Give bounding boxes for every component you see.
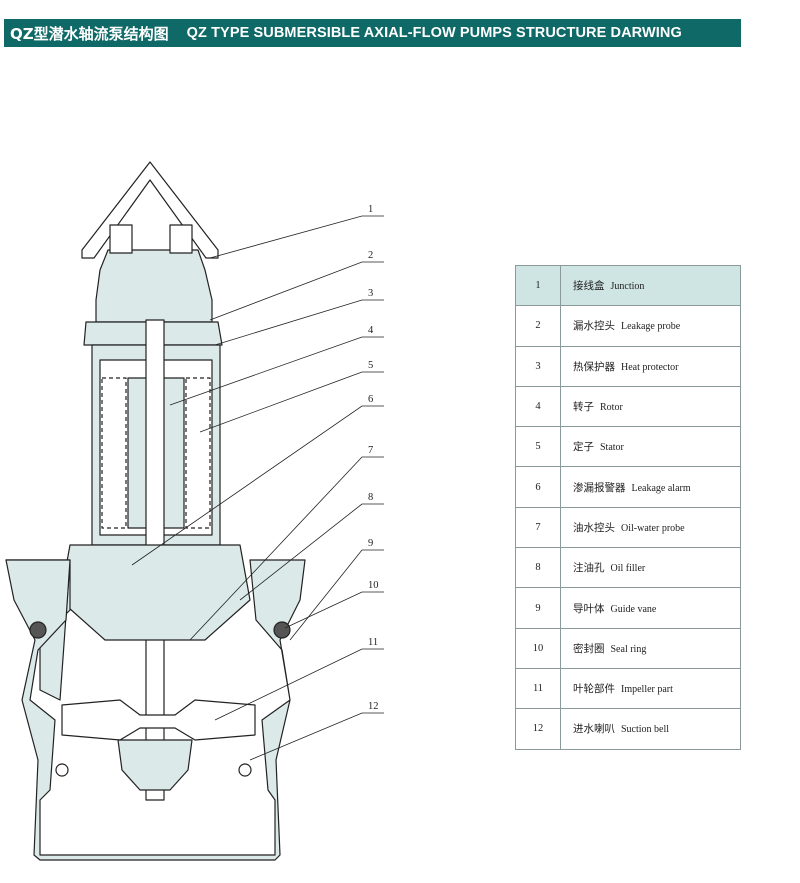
- part-number: 3: [515, 345, 561, 387]
- parts-row: 1 接线盒 Junction: [515, 264, 741, 307]
- callout-number: 11: [368, 637, 378, 648]
- callout-number: 8: [368, 492, 373, 503]
- part-number: 2: [515, 305, 561, 347]
- seal-ring-right: [273, 621, 291, 639]
- callout-leader-line: [209, 261, 384, 321]
- callout-leader-line: [169, 336, 384, 406]
- part-number: 12: [515, 708, 561, 750]
- part-name-en: Suction bell: [621, 724, 670, 736]
- part-number: 7: [515, 506, 561, 549]
- title-chinese: QZ型潜水轴流泵结构图: [10, 24, 169, 43]
- lifting-cover: [81, 161, 219, 259]
- part-name-cn: 叶轮部件: [573, 683, 615, 696]
- callout-number: 1: [368, 204, 373, 215]
- callout-number: 2: [368, 250, 373, 261]
- parts-row: 6 渗漏报警器 Leakage alarm: [515, 466, 741, 508]
- part-name-en: Seal ring: [610, 643, 647, 655]
- part-name: 密封圈 Seal ring: [560, 627, 741, 669]
- callout-leader-line: [189, 456, 384, 641]
- parts-row: 11 叶轮部件 Impeller part: [515, 667, 741, 710]
- part-name-en: Rotor: [600, 402, 623, 414]
- callout-leader-line: [131, 405, 384, 566]
- part-name-cn: 定子: [573, 441, 594, 454]
- part-name: 叶轮部件 Impeller part: [560, 667, 741, 710]
- part-name: 定子 Stator: [560, 426, 741, 468]
- part-name-cn: 转子: [573, 401, 594, 414]
- part-name-en: Guide vane: [610, 603, 657, 615]
- parts-row: 8 注油孔 Oil filler: [515, 547, 741, 589]
- part-name-cn: 接线盒: [573, 280, 605, 293]
- callout-number: 4: [368, 325, 374, 336]
- part-name-cn: 渗漏报警器: [573, 481, 626, 494]
- parts-row: 12 进水喇叭 Suction bell: [515, 708, 741, 750]
- callout-leader-line: [239, 503, 384, 601]
- parts-row: 2 漏水控头 Leakage probe: [515, 305, 741, 347]
- title-bar: QZ型潜水轴流泵结构图 QZ TYPE SUBMERSIBLE AXIAL-FL…: [4, 19, 741, 47]
- callout-number: 6: [368, 394, 373, 405]
- callout-leader-line: [209, 215, 384, 259]
- part-name: 漏水控头 Leakage probe: [560, 305, 741, 347]
- part-name-cn: 注油孔: [573, 562, 605, 575]
- part-number: 5: [515, 426, 561, 468]
- part-name: 接线盒 Junction: [560, 264, 741, 307]
- seal-ring-left: [29, 621, 47, 639]
- parts-row: 10 密封圈 Seal ring: [515, 627, 741, 669]
- parts-row: 9 导叶体 Guide vane: [515, 587, 741, 629]
- part-name-en: Leakage alarm: [631, 482, 691, 494]
- part-name: 渗漏报警器 Leakage alarm: [560, 466, 741, 508]
- parts-table: 1 接线盒 Junction 2 漏水控头 Leakage probe 3 热保护器 Heat …: [515, 264, 741, 750]
- callout-leader-line: [284, 591, 384, 629]
- callout-leader-line: [214, 299, 384, 346]
- part-name: 转子 Rotor: [560, 385, 741, 428]
- part-name-en: Leakage probe: [621, 321, 681, 333]
- part-number: 4: [515, 385, 561, 428]
- callout-number: 7: [368, 445, 373, 456]
- stator-core: [101, 377, 127, 529]
- part-name-cn: 油水控头: [573, 521, 615, 534]
- hub: [117, 739, 193, 791]
- parts-row: 4 转子 Rotor: [515, 385, 741, 428]
- part-number: 9: [515, 587, 561, 629]
- parts-row: 5 定子 Stator: [515, 426, 741, 468]
- part-name-cn: 密封圈: [573, 642, 605, 655]
- junction-box: [95, 249, 213, 323]
- part-name-cn: 进水喇叭: [573, 723, 615, 736]
- callout-number: 9: [368, 538, 373, 549]
- title-english: QZ TYPE SUBMERSIBLE AXIAL-FLOW PUMPS STR…: [186, 25, 682, 41]
- callout-number: 10: [368, 580, 379, 591]
- parts-row: 3 热保护器 Heat protector: [515, 345, 741, 387]
- callout-number: 5: [368, 360, 373, 371]
- callout-number: 12: [368, 701, 379, 712]
- part-name: 导叶体 Guide vane: [560, 587, 741, 629]
- callout-leader-line: [249, 712, 384, 761]
- part-name: 热保护器 Heat protector: [560, 345, 741, 387]
- part-number: 1: [515, 264, 561, 307]
- parts-row: 7 油水控头 Oil-water probe: [515, 506, 741, 549]
- part-name-en: Oil-water probe: [621, 522, 685, 534]
- part-number: 8: [515, 547, 561, 589]
- casing-left: [5, 559, 306, 861]
- part-name: 进水喇叭 Suction bell: [560, 708, 741, 750]
- part-name-en: Heat protector: [621, 361, 679, 373]
- part-name-en: Oil filler: [610, 563, 646, 575]
- part-name-en: Impeller part: [621, 684, 673, 696]
- part-name: 油水控头 Oil-water probe: [560, 506, 741, 549]
- bearing-housing: [59, 544, 251, 641]
- part-name-en: Stator: [600, 442, 624, 454]
- callout-number: 3: [368, 288, 373, 299]
- callout-leader-line: [199, 371, 384, 433]
- part-number: 10: [515, 627, 561, 669]
- part-number: 11: [515, 667, 561, 710]
- part-name-cn: 热保护器: [573, 360, 615, 373]
- callout-leader-line: [289, 549, 384, 641]
- part-name-en: Junction: [610, 281, 645, 293]
- part-name: 注油孔 Oil filler: [560, 547, 741, 589]
- part-name-cn: 导叶体: [573, 602, 605, 615]
- callout-leader-line: [214, 648, 384, 721]
- part-number: 6: [515, 466, 561, 508]
- part-name-cn: 漏水控头: [573, 320, 615, 333]
